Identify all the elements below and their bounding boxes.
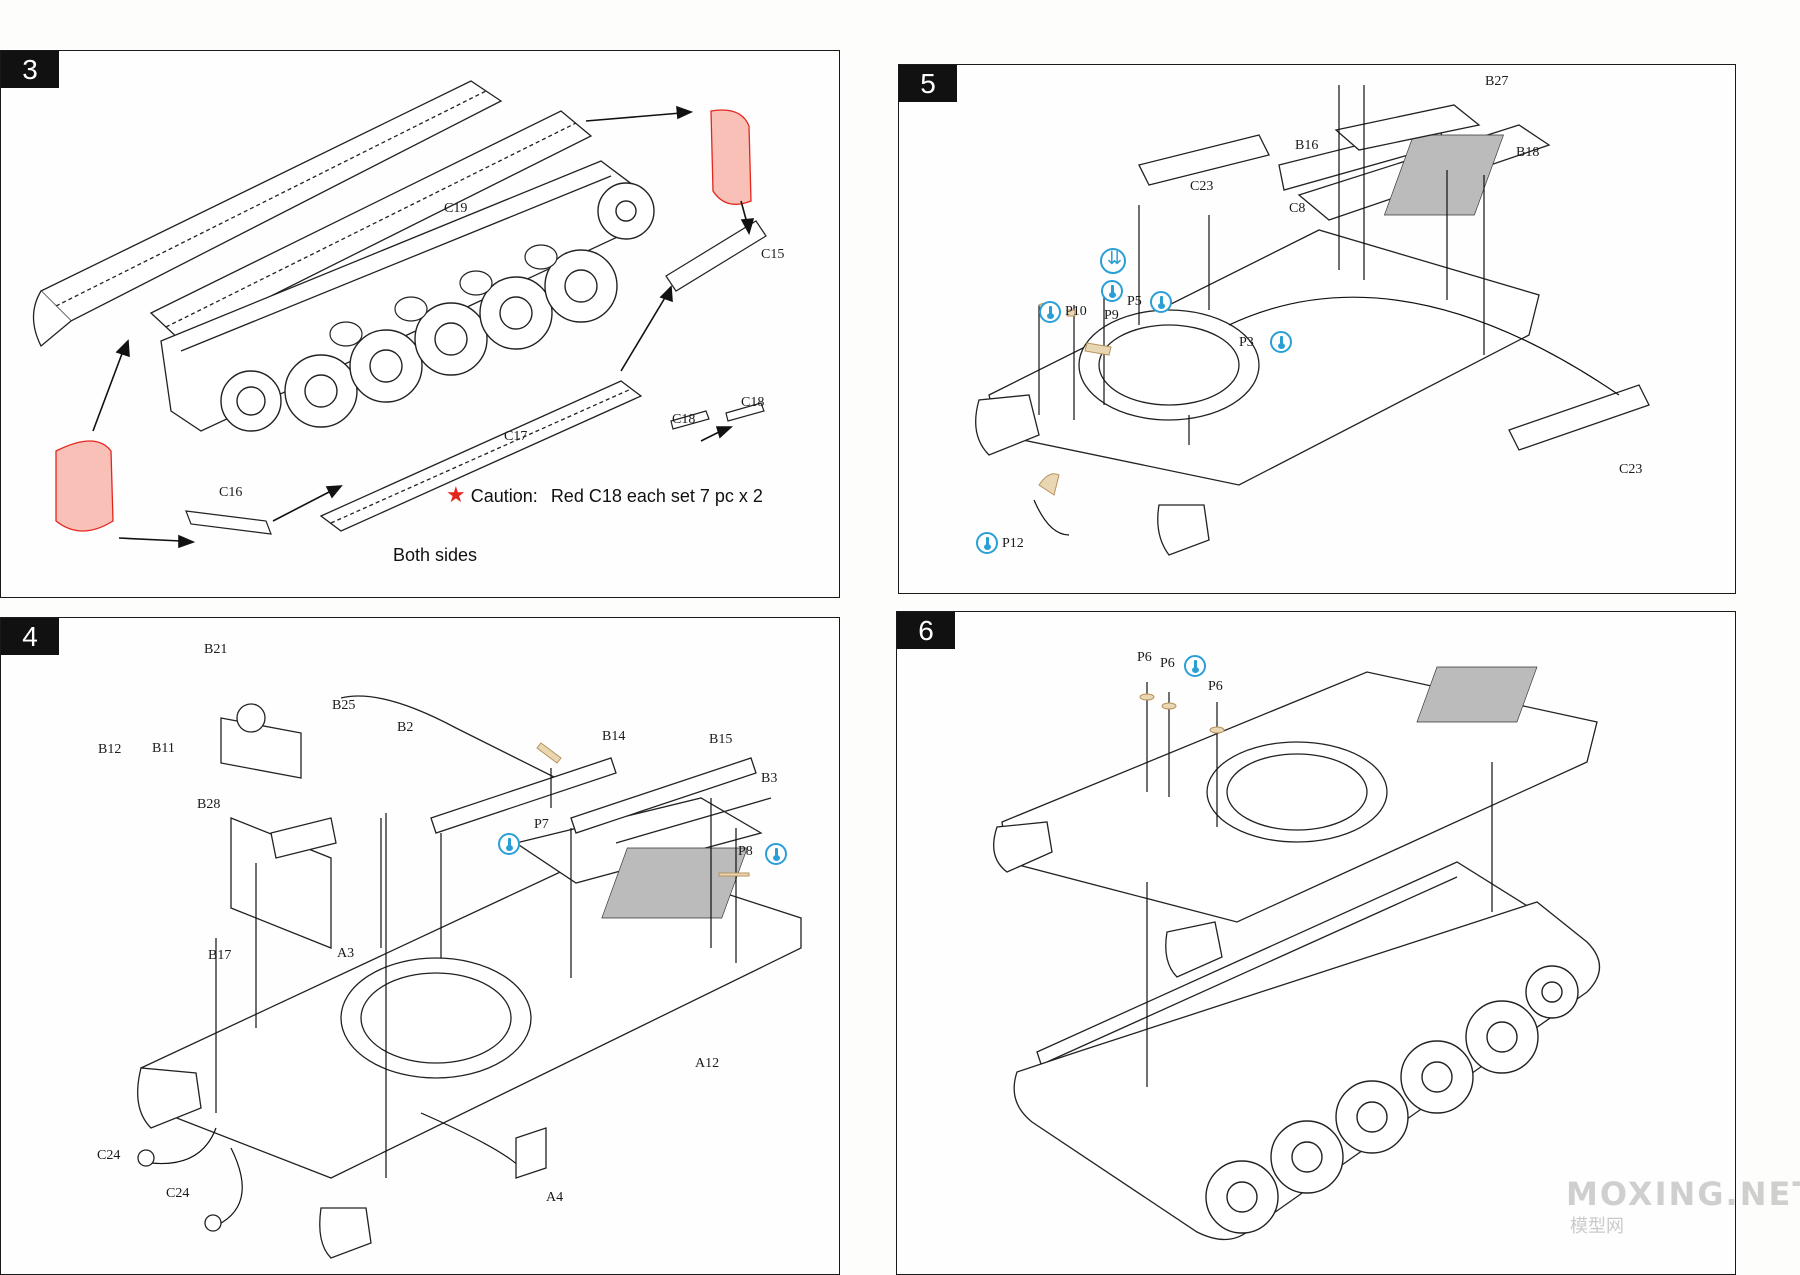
track-c19	[32, 80, 593, 348]
label-b2: B2	[397, 720, 414, 735]
step-4-panel: 4	[0, 617, 840, 1275]
label-b16: B16	[1295, 138, 1319, 153]
label-b12: B12	[98, 742, 122, 757]
part-c23-right	[1508, 384, 1650, 451]
label-b11: B11	[152, 741, 175, 756]
photo-etch-icon	[1101, 280, 1123, 302]
flip-over-icon	[1100, 248, 1126, 274]
label-p8: P8	[738, 844, 753, 859]
road-wheels	[220, 182, 655, 432]
lower-track	[1013, 901, 1601, 1241]
label-b21: B21	[204, 642, 228, 657]
step-6-drawing	[993, 666, 1601, 1241]
photo-etch-icon	[1039, 301, 1061, 323]
step-3-drawing	[32, 80, 767, 549]
label-p6-a: P6	[1137, 650, 1152, 665]
label-c17: C17	[504, 429, 528, 444]
part-b21	[220, 717, 302, 779]
label-a3: A3	[337, 946, 355, 961]
label-c15: C15	[761, 247, 785, 262]
caution-note: ★ Caution: Red C18 each set 7 pc x 2	[446, 483, 763, 508]
label-c8: C8	[1289, 201, 1306, 216]
step-4-drawing	[137, 695, 802, 1259]
label-b17: B17	[208, 948, 232, 963]
photo-etch-icon	[1184, 655, 1206, 677]
photo-etch-icon	[1270, 331, 1292, 353]
watermark-sub: 模型网	[1570, 1216, 1624, 1237]
label-p10: P10	[1065, 304, 1087, 319]
hull-top	[988, 124, 1551, 486]
hull-main	[140, 797, 802, 1179]
photo-etch-icon	[765, 843, 787, 865]
label-c19: C19	[444, 201, 468, 216]
photo-etch-icon	[976, 532, 998, 554]
track-c16	[185, 510, 272, 535]
part-a4	[515, 1127, 547, 1179]
label-p12: P12	[1002, 536, 1024, 551]
label-c18-a: C18	[672, 412, 696, 427]
red-c18-links	[55, 109, 752, 532]
label-c24-a: C24	[97, 1148, 121, 1163]
photo-etch-icon	[1150, 291, 1172, 313]
label-p7: P7	[534, 817, 549, 832]
step-6-panel: 6	[896, 611, 1736, 1275]
lower-road-wheels	[1205, 965, 1579, 1234]
photo-etch-icon	[498, 833, 520, 855]
label-p6-b: P6	[1160, 656, 1175, 671]
label-b3: B3	[761, 771, 778, 786]
label-b18: B18	[1516, 145, 1540, 160]
label-p3: P3	[1239, 335, 1254, 350]
label-b15: B15	[709, 732, 733, 747]
part-b16	[1334, 104, 1481, 151]
track-c18b	[725, 402, 765, 422]
label-b28: B28	[197, 797, 221, 812]
label-a12: A12	[695, 1056, 720, 1071]
label-b27: B27	[1485, 74, 1509, 89]
label-c24-b: C24	[166, 1186, 190, 1201]
label-c23-right: C23	[1619, 462, 1643, 477]
track-c17	[319, 380, 643, 532]
label-c16: C16	[219, 485, 243, 500]
label-b14: B14	[602, 729, 626, 744]
star-icon: ★	[446, 483, 466, 508]
caution-label: Caution:	[470, 486, 538, 506]
part-c23-top	[1138, 134, 1270, 186]
watermark-main: MOXING.NET	[1566, 1175, 1800, 1213]
label-c18-b: C18	[741, 395, 765, 410]
step-number: 5	[899, 65, 957, 102]
label-b25: B25	[332, 698, 356, 713]
step-5-drawing	[975, 85, 1650, 556]
step-number: 4	[1, 618, 59, 655]
step-5-panel: 5	[898, 64, 1736, 594]
label-c23-top: C23	[1190, 179, 1214, 194]
upper-hull	[993, 671, 1598, 978]
step-3-panel: 3	[0, 50, 840, 598]
part-a3	[270, 817, 337, 859]
track-c15	[665, 220, 767, 292]
track-c18a	[670, 410, 710, 430]
label-p5: P5	[1127, 294, 1142, 309]
both-sides-note: Both sides	[393, 545, 478, 565]
label-p6-c: P6	[1208, 679, 1223, 694]
label-a4: A4	[546, 1190, 564, 1205]
step-number: 6	[897, 612, 955, 649]
label-p9: P9	[1104, 308, 1119, 323]
step-number: 3	[1, 51, 59, 88]
caution-text: Red C18 each set 7 pc x 2	[550, 486, 763, 506]
